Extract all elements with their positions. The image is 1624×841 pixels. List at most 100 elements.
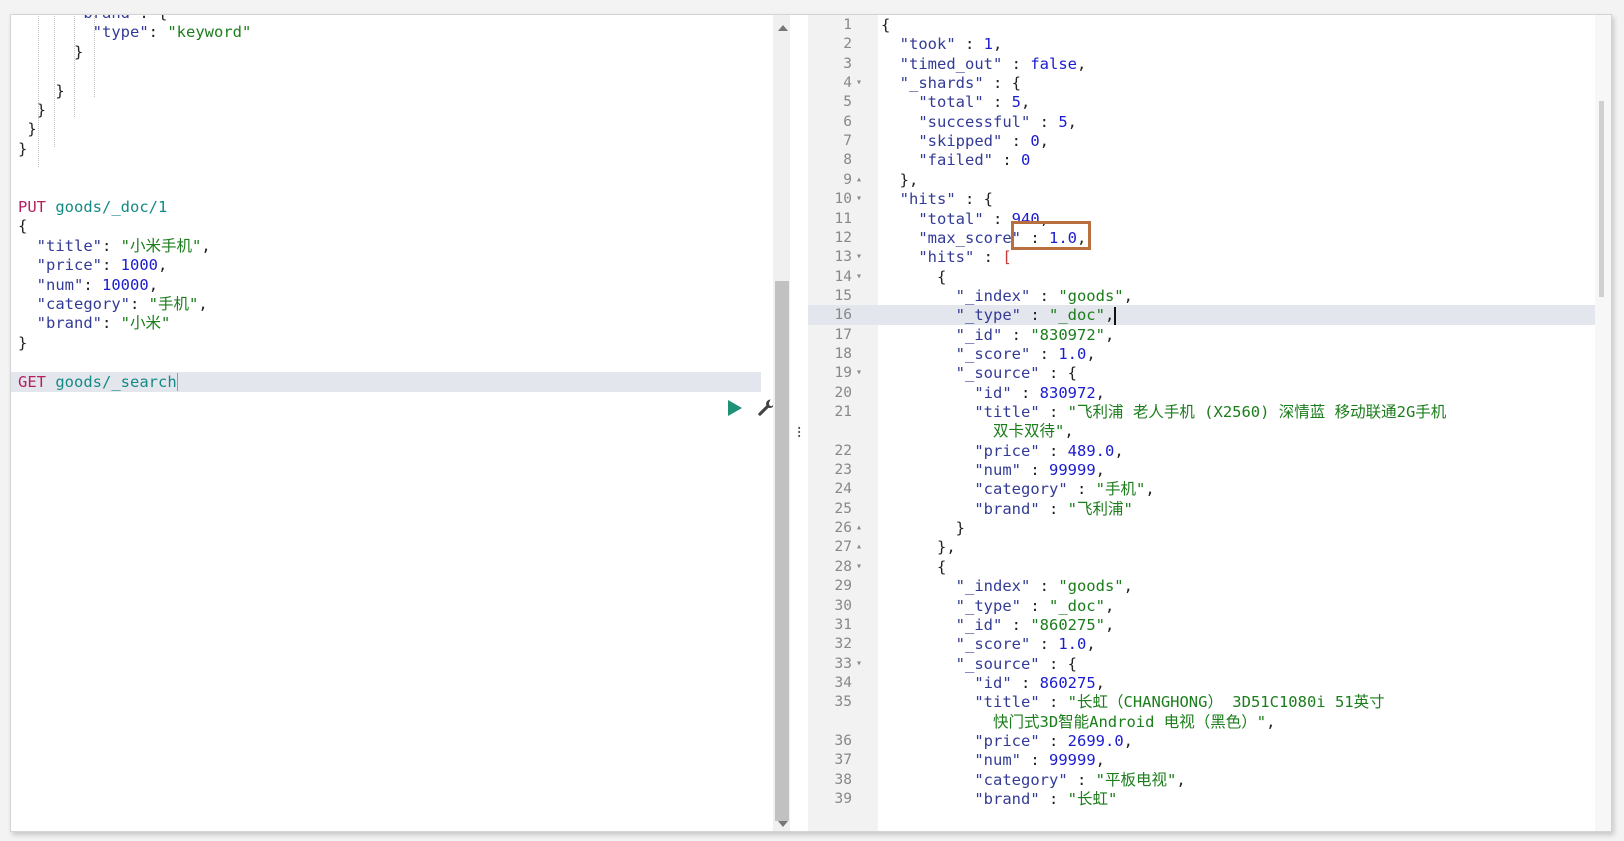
scrollbar-thumb[interactable] [1599, 101, 1604, 297]
editor-line[interactable]: PUT goods/_doc/1 [11, 197, 761, 217]
response-line[interactable]: 快门式3D智能Android 电视（黑色）", [808, 712, 1595, 732]
response-line[interactable]: 18 "_score" : 1.0, [808, 344, 1595, 364]
response-line[interactable]: 4▾ "_shards" : { [808, 73, 1595, 93]
request-editor[interactable]: "brand": { "type": "keyword" } } } }} PUT… [11, 15, 761, 831]
response-line[interactable]: 34 "id" : 860275, [808, 673, 1595, 693]
line-number: 4 [843, 75, 852, 92]
editor-line[interactable]: "price": 1000, [11, 255, 761, 275]
response-line[interactable]: 8 "failed" : 0 [808, 150, 1595, 170]
editor-line[interactable]: { [11, 216, 761, 236]
editor-line[interactable]: } [11, 119, 761, 139]
response-line[interactable]: 16 "_type" : "_doc", [808, 305, 1595, 326]
editor-line[interactable]: "brand": { [11, 15, 761, 23]
code-token: 1.0 [1058, 344, 1087, 363]
response-line[interactable]: 5 "total" : 5, [808, 92, 1595, 112]
response-line[interactable]: 10▾ "hits" : { [808, 189, 1595, 209]
fold-collapse-icon[interactable]: ▾ [856, 657, 863, 669]
editor-line[interactable]: "brand": "小米" [11, 313, 761, 333]
editor-line[interactable]: } [11, 100, 761, 120]
code-token: , [1266, 712, 1276, 731]
response-line[interactable]: 31 "_id" : "860275", [808, 615, 1595, 635]
editor-line[interactable] [11, 178, 761, 198]
wrench-icon[interactable] [756, 398, 776, 418]
fold-expand-icon[interactable]: ▴ [856, 541, 863, 553]
editor-line[interactable]: "title": "小米手机", [11, 236, 761, 256]
editor-line[interactable] [11, 158, 761, 178]
fold-expand-icon[interactable]: ▴ [856, 522, 863, 534]
code-token: : [1020, 228, 1049, 247]
response-line[interactable]: 28▾ { [808, 557, 1595, 577]
response-line[interactable]: 双卡双待", [808, 421, 1595, 441]
code-token: , [1076, 228, 1087, 247]
response-line[interactable]: 30 "_type" : "_doc", [808, 596, 1595, 616]
response-line[interactable]: 39 "brand" : "长虹" [808, 789, 1595, 809]
response-line[interactable]: 12 "max_score" : 1.0, [808, 228, 1595, 248]
response-line[interactable]: 15 "_index" : "goods", [808, 286, 1595, 306]
editor-line[interactable]: "type": "keyword" [11, 22, 761, 42]
response-line[interactable]: 32 "_score" : 1.0, [808, 634, 1595, 654]
code-token: : [1030, 286, 1059, 305]
editor-line[interactable] [11, 61, 761, 81]
response-line[interactable]: 11 "total" : 940, [808, 209, 1595, 229]
fold-collapse-icon[interactable]: ▾ [856, 77, 863, 89]
editor-line[interactable]: } [11, 42, 761, 62]
fold-collapse-icon[interactable]: ▾ [856, 560, 863, 572]
code-token [881, 132, 918, 150]
response-line[interactable]: 2 "took" : 1, [808, 34, 1595, 54]
code-token: 1000 [120, 256, 158, 275]
scroll-up-arrow-icon[interactable] [778, 25, 788, 31]
response-line[interactable]: 25 "brand" : "飞利浦" [808, 499, 1595, 519]
response-line[interactable]: 23 "num" : 99999, [808, 460, 1595, 480]
line-number: 26 [834, 520, 852, 537]
response-line[interactable]: 17 "_id" : "830972", [808, 325, 1595, 345]
editor-line[interactable]: "category": "手机", [11, 294, 761, 314]
response-line[interactable]: 9▴ }, [808, 170, 1595, 190]
editor-line[interactable]: } [11, 81, 761, 101]
response-line[interactable]: 37 "num" : 99999, [808, 750, 1595, 770]
response-line[interactable]: 7 "skipped" : 0, [808, 131, 1595, 151]
response-line[interactable]: 14▾ { [808, 267, 1595, 287]
scrollbar-thumb[interactable] [775, 281, 789, 821]
editor-line[interactable]: GET goods/_search [11, 371, 761, 392]
response-line[interactable]: 27▴ }, [808, 537, 1595, 557]
response-line[interactable]: 24 "category" : "手机", [808, 479, 1595, 499]
response-scrollbar[interactable] [1595, 15, 1611, 831]
resize-handle-icon[interactable]: ··· [795, 421, 804, 445]
editor-line[interactable]: "num": 10000, [11, 275, 761, 295]
fold-collapse-icon[interactable]: ▾ [856, 193, 863, 205]
response-line[interactable]: 13▾ "hits" : [ [808, 247, 1595, 267]
response-line[interactable]: 35 "title" : "长虹（CHANGHONG） 3D51C1080i 5… [808, 692, 1595, 712]
code-token: , [1123, 286, 1133, 305]
response-line[interactable]: 33▾ "_source" : { [808, 654, 1595, 674]
code-token: { [881, 557, 947, 576]
code-token: , [1086, 344, 1096, 363]
code-token: : [1002, 325, 1031, 344]
fold-expand-icon[interactable]: ▴ [856, 173, 863, 185]
play-icon[interactable] [728, 400, 742, 416]
response-line[interactable]: 21 "title" : "飞利浦 老人手机 (X2560) 深情蓝 移动联通2… [808, 402, 1595, 422]
code-token [881, 326, 956, 344]
response-line[interactable]: 19▾ "_source" : { [808, 363, 1595, 383]
fold-collapse-icon[interactable]: ▾ [856, 367, 863, 379]
code-token: "category" [974, 480, 1068, 499]
response-line[interactable]: 6 "successful" : 5, [808, 112, 1595, 132]
request-editor-scrollbar[interactable] [773, 15, 790, 831]
response-line[interactable]: 1{ [808, 15, 1595, 35]
editor-line[interactable]: } [11, 139, 761, 159]
response-line[interactable]: 36 "price" : 2699.0, [808, 731, 1595, 751]
code-token: : [130, 295, 149, 313]
response-line[interactable]: 38 "category" : "平板电视", [808, 770, 1595, 790]
editor-line[interactable]: } [11, 333, 761, 353]
editor-line[interactable] [11, 352, 761, 372]
code-token: 5 [1011, 93, 1021, 112]
response-line[interactable]: 22 "price" : 489.0, [808, 441, 1595, 461]
response-line[interactable]: 29 "_index" : "goods", [808, 576, 1595, 596]
response-line[interactable]: 3 "timed_out" : false, [808, 54, 1595, 74]
response-line[interactable]: 26▴ } [808, 518, 1595, 538]
fold-collapse-icon[interactable]: ▾ [856, 251, 863, 263]
code-token: "total" [918, 93, 984, 112]
scroll-down-arrow-icon[interactable] [778, 821, 788, 827]
fold-collapse-icon[interactable]: ▾ [856, 270, 863, 282]
pane-resizer[interactable]: ··· [790, 15, 808, 831]
response-line[interactable]: 20 "id" : 830972, [808, 383, 1595, 403]
